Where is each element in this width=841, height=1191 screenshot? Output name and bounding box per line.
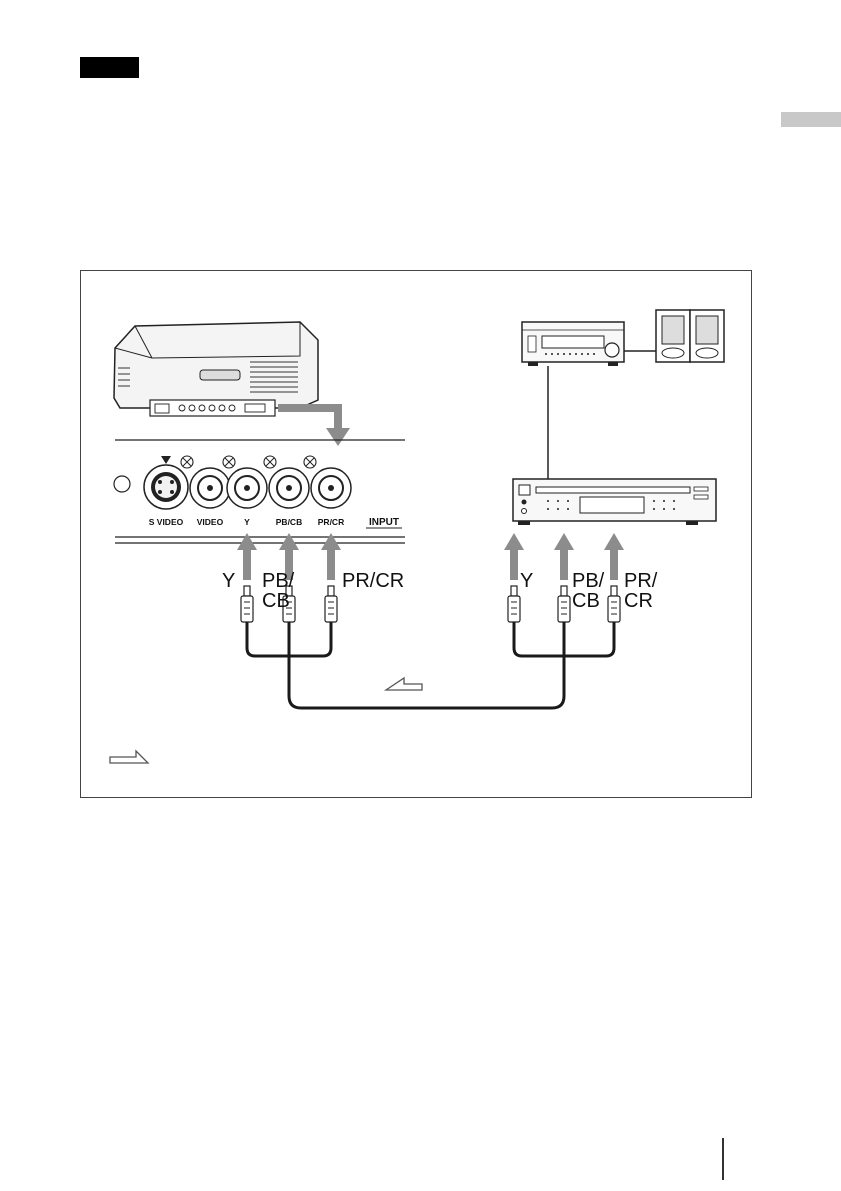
jack-pb-cb [269, 468, 309, 508]
jack-label-s-video: S VIDEO [149, 517, 184, 527]
label-player-pr-line2: CR [624, 590, 653, 612]
label-player-pb-line1: PB/ [572, 570, 605, 592]
jack-pr-cr [311, 468, 351, 508]
label-player-y: Y [520, 570, 533, 592]
label-proj-pb-line1: PB/ [262, 570, 295, 592]
jack-label-y: Y [244, 517, 250, 527]
screw-icons [181, 456, 316, 468]
label-player-pr-line1: PR/ [624, 570, 658, 592]
projector-icon [114, 322, 318, 416]
label-player-pb-line2: CB [572, 590, 600, 612]
jack-y [227, 468, 267, 508]
signal-flow-arrow-icon [386, 678, 422, 690]
zoom-link-arrow [278, 408, 338, 430]
amplifier-icon [522, 322, 624, 366]
rca-plug-icon [241, 586, 620, 622]
jack-label-video: VIDEO [197, 517, 224, 527]
input-label: INPUT [369, 517, 399, 528]
dvd-player-icon [513, 479, 716, 525]
label-proj-pb-line2: CB [262, 590, 290, 612]
jack-label-pb-cb: PB/CB [276, 517, 302, 527]
signal-flow-legend-icon [110, 751, 148, 763]
input-panel: S VIDEO VIDEO Y PB/CB PR/CR INPUT [114, 440, 405, 543]
label-proj-y: Y [222, 570, 235, 592]
speaker-icon [656, 310, 724, 362]
component-cable [247, 622, 614, 708]
jack-video [190, 468, 230, 508]
label-proj-pr: PR/CR [342, 570, 404, 592]
jack-label-pr-cr: PR/CR [318, 517, 344, 527]
zoom-link-arrowhead [326, 428, 350, 446]
